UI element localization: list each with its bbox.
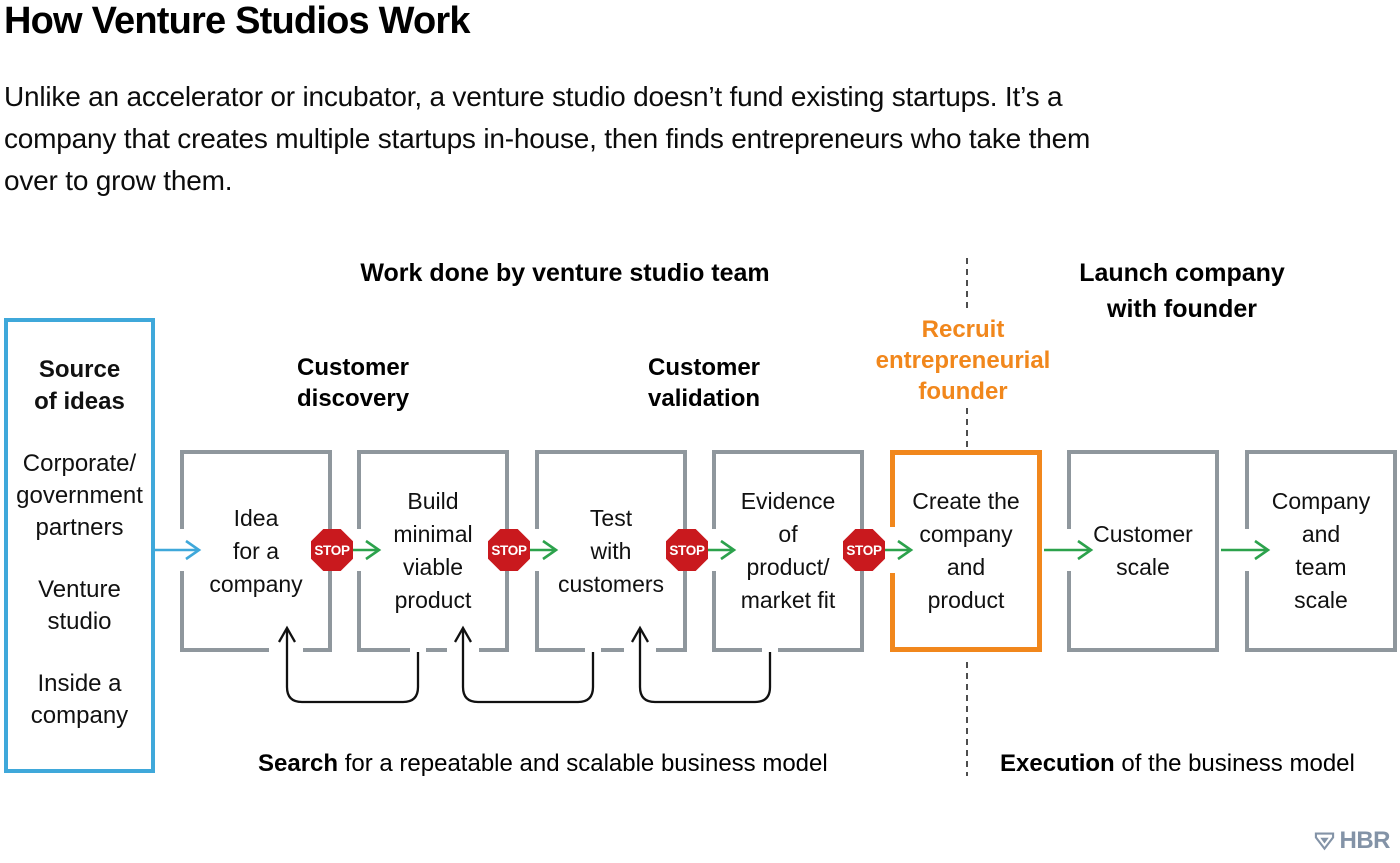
stop-sign-label: STOP — [314, 542, 350, 558]
flow-box-create-company: Create the company and product — [890, 450, 1042, 652]
border-gap-patch — [178, 529, 186, 571]
border-gap-patch — [762, 645, 778, 654]
source-item-venture-studio: Venture studio — [38, 576, 121, 635]
phase-label-customer-discovery: Customer discovery — [297, 354, 410, 412]
border-gap-patch — [1065, 529, 1073, 571]
stop-sign: STOP — [666, 529, 708, 571]
border-gap-patch — [710, 529, 718, 571]
stop-sign: STOP — [488, 529, 530, 571]
stop-sign: STOP — [311, 529, 353, 571]
source-item-corporate-government: Corporate/ government partners — [16, 450, 143, 541]
section-header-studio-team: Work done by venture studio team — [360, 259, 770, 287]
border-gap-patch — [888, 527, 897, 573]
caption-execution-rest: of the business model — [1114, 750, 1355, 777]
caption-search: Search for a repeatable and scalable bus… — [258, 750, 828, 778]
flow-box-mvp: Build minimal viable product — [357, 450, 509, 652]
flow-box-product-market-fit: Evidence of product/ market fit — [712, 450, 864, 652]
flow-box-test-customers: Test with customers — [535, 450, 687, 652]
phase-label-recruit-founder: Recruit entrepreneurial founder — [875, 316, 1051, 405]
border-gap-patch — [355, 529, 363, 571]
caption-search-keyword: Search — [258, 750, 339, 777]
border-gap-patch — [624, 645, 656, 654]
border-gap-patch — [269, 645, 303, 654]
section-header-launch-founder: Launch company with founder — [1079, 259, 1285, 323]
hbr-logo: HBR — [1314, 827, 1391, 855]
border-gap-patch — [533, 529, 541, 571]
flow-box-company-team-scale: Company and team scale — [1245, 450, 1397, 652]
caption-execution: Execution of the business model — [1000, 750, 1355, 778]
border-gap-patch — [410, 645, 426, 654]
stop-sign: STOP — [843, 529, 885, 571]
source-item-inside-company: Inside a company — [30, 670, 129, 729]
feedback-loops — [278, 625, 772, 704]
border-gap-patch — [447, 645, 479, 654]
source-box-heading: Source of ideas — [34, 356, 125, 415]
stop-sign-label: STOP — [491, 542, 527, 558]
border-gap-patch — [585, 645, 601, 654]
hbr-shield-icon — [1314, 830, 1335, 852]
page-title: How Venture Studios Work — [4, 0, 471, 42]
flow-box-idea: Idea for a company — [180, 450, 332, 652]
border-gap-patch — [1243, 529, 1251, 571]
hbr-logo-text: HBR — [1339, 827, 1391, 854]
flow-box-customer-scale: Customer scale — [1067, 450, 1219, 652]
caption-execution-keyword: Execution — [1000, 750, 1115, 777]
stop-sign-label: STOP — [846, 542, 882, 558]
stop-sign-label: STOP — [669, 542, 705, 558]
phase-label-customer-validation: Customer validation — [648, 354, 761, 412]
source-of-ideas-box: Source of ideas Corporate/ government pa… — [4, 318, 155, 773]
page-subtitle: Unlike an accelerator or incubator, a ve… — [4, 81, 1091, 196]
caption-search-rest: for a repeatable and scalable business m… — [338, 750, 828, 777]
